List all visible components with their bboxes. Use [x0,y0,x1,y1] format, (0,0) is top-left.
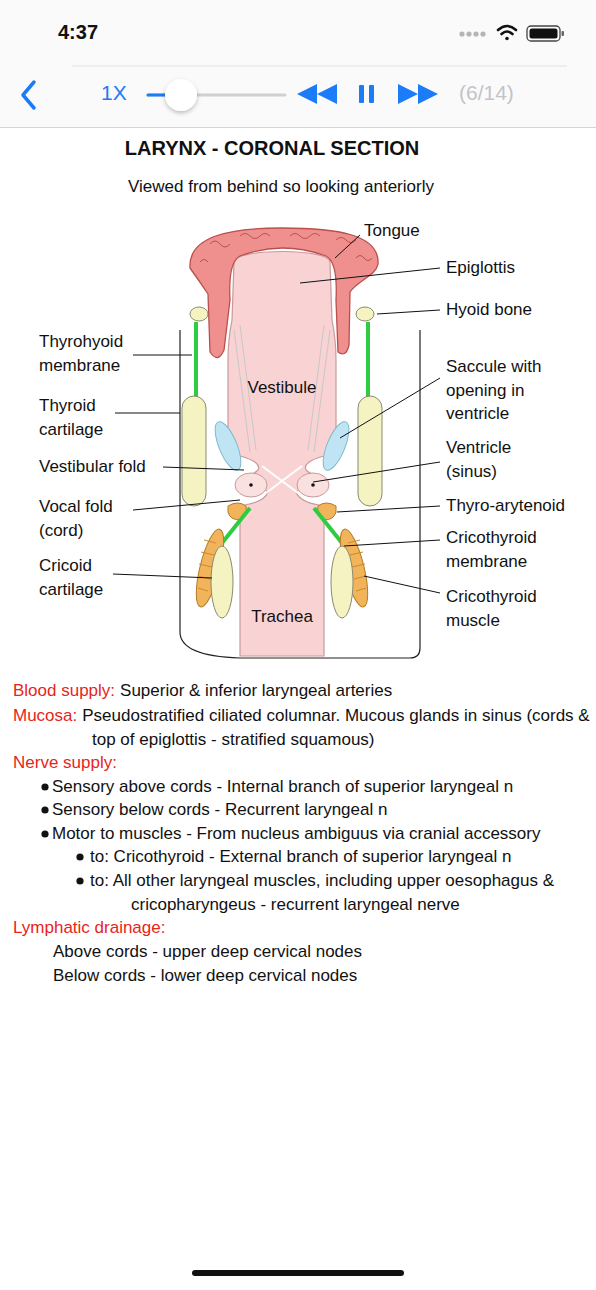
playback-controls [297,84,438,104]
part-label: Saccule with opening in ventricle [446,355,571,425]
status-time: 4:37 [58,19,98,47]
part-label: Vestibule [248,376,317,399]
speed-slider [148,79,285,111]
part-label: Vestibular fold [39,455,146,478]
bar-divider [72,66,567,67]
note-text: Sensory above cords - Internal branch of… [52,775,513,798]
toolbar-background [0,0,596,127]
aryepiglottic-fold [234,325,330,452]
cricoid-cartilage [211,546,233,618]
hyoid-bone [190,307,208,321]
part-label: Cricothyroid muscle [446,585,571,632]
note-heading: Blood supply: [13,679,115,702]
wifi-icon [498,26,516,40]
part-label: Thyro-arytenoid [446,494,565,517]
part-label: Hyoid bone [446,298,532,321]
vocal-fold-dot [249,483,253,487]
vocal-fold [235,473,267,497]
part-label: Vocal fold (cord) [39,495,131,542]
thyrohyoid-membrane [194,322,198,398]
leader-lines [113,235,440,593]
neck-outline [180,330,420,658]
saccule [210,419,246,474]
airway [228,252,336,657]
note-heading: Lymphatic drainage: [13,916,165,939]
note-text: to: Cricothyroid - External branch of su… [90,845,511,868]
rima-lines [262,466,302,493]
bar-divider [0,127,596,128]
part-label: Tongue [364,219,420,242]
note-text: to: All other laryngeal muscles, includi… [131,869,590,916]
part-label: Trachea [251,605,313,628]
subtitle: Viewed from behind so looking anteriorly [128,175,434,198]
note-text: Superior & inferior laryngeal arteries [120,679,392,702]
part-label: Epiglottis [446,256,515,279]
part-label: Cricothyroid membrane [446,526,571,573]
part-label: Ventricle (sinus) [446,436,546,483]
note-text: Above cords - upper deep cervical nodes [53,940,362,963]
home-indicator [192,1270,404,1276]
page-counter: (6/14) [459,79,514,108]
signal-dots [459,31,485,36]
tongue-shape [190,228,378,358]
note-text: Pseudostratified ciliated columnar. Muco… [92,704,590,751]
note-text: Motor to muscles - From nucleus ambiguus… [52,822,540,845]
playback-speed: 1X [101,79,127,108]
note-text: Sensory below cords - Recurrent laryngea… [52,798,387,821]
right-half [297,307,382,618]
note-heading: Mucosa: [13,704,77,727]
part-label: Thyrohyoid membrane [39,330,149,377]
diagram-title: LARYNX - CORONAL SECTION [125,135,419,163]
note-heading: Nerve supply: [13,751,117,774]
tongue-texture [200,234,372,263]
thyroid-cartilage [182,396,206,506]
part-label: Cricoid cartilage [39,554,131,601]
note-text: Below cords - lower deep cervical nodes [53,964,357,987]
battery-icon [527,26,564,41]
part-label: Thyroid cartilage [39,394,139,441]
back-chevron [23,82,34,108]
